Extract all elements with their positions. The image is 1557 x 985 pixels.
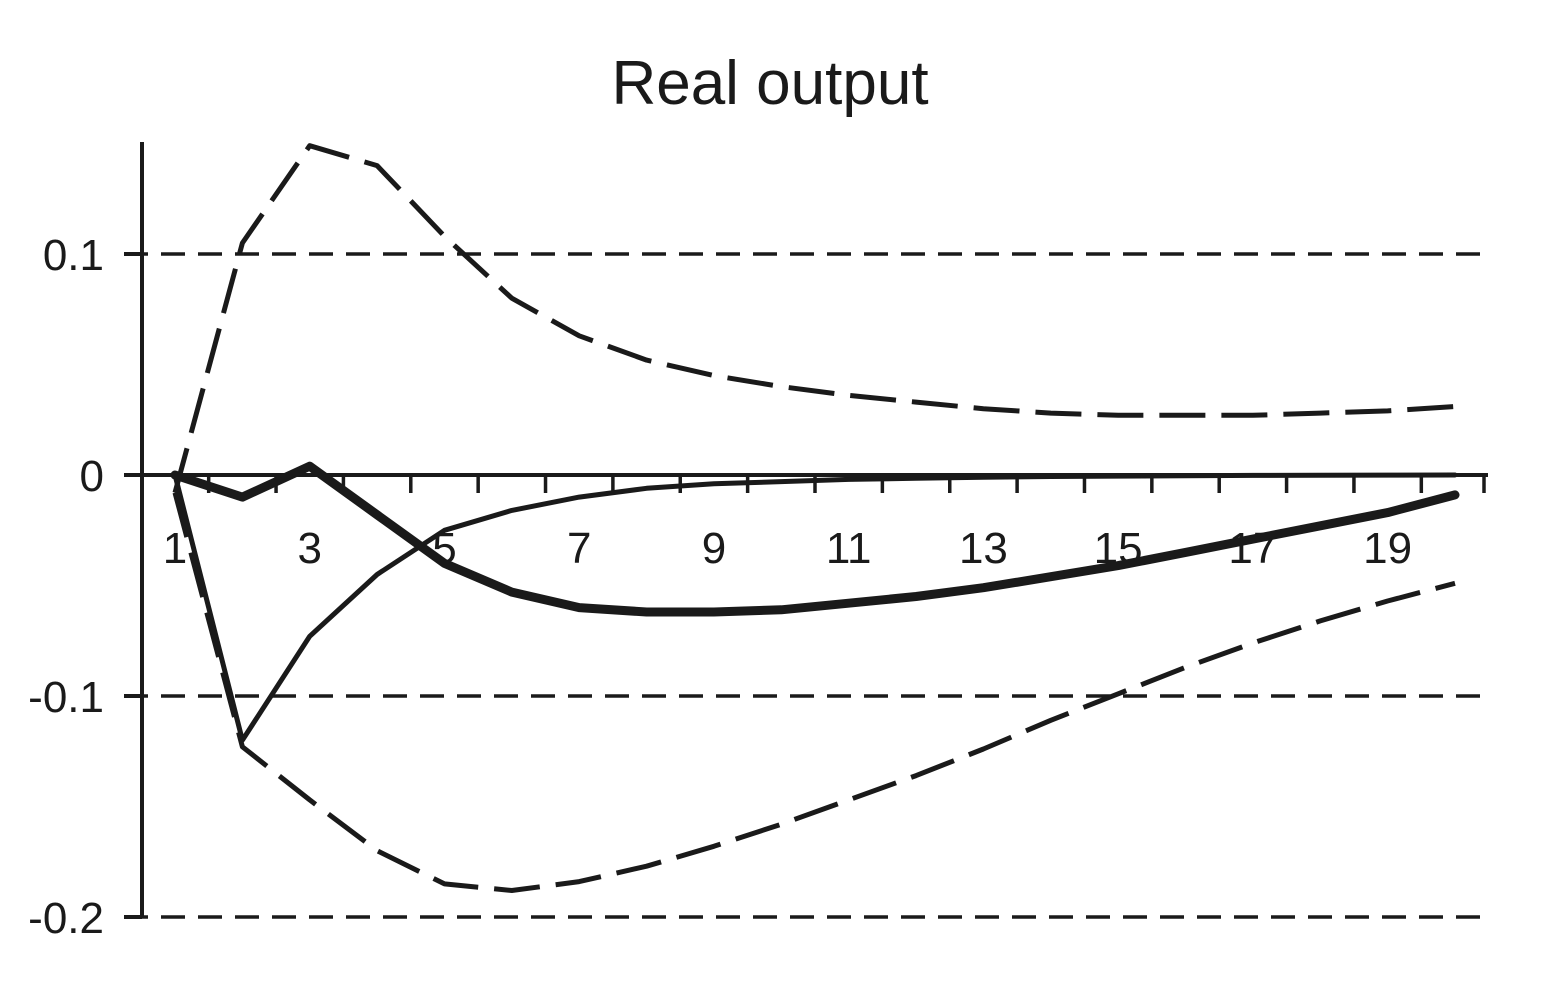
x-tick-label: 1 — [163, 524, 187, 573]
x-tick-label: 15 — [1094, 524, 1143, 573]
series-line-4-dashed — [172, 492, 1456, 893]
x-tick-label: 5 — [432, 524, 456, 573]
gridlines — [124, 252, 1488, 919]
x-tick-label: 11 — [826, 524, 872, 573]
x-tick-label: 13 — [959, 524, 1008, 573]
x-tick-label: 7 — [567, 524, 591, 573]
y-tick-label: -0.1 — [28, 673, 104, 722]
y-tick-label: -0.2 — [28, 894, 104, 943]
x-tick-label: 17 — [1228, 524, 1277, 573]
y-tick-label: 0 — [80, 452, 104, 501]
series-line-2-thin-solid — [172, 472, 1458, 743]
x-tick-label: 3 — [297, 524, 321, 573]
series-line-3-dashed — [172, 143, 1456, 494]
x-tick-label: 19 — [1363, 524, 1412, 573]
chart-title: Real output — [611, 49, 928, 118]
y-tick-label: 0.1 — [43, 231, 104, 280]
x-tick-label: 9 — [702, 524, 726, 573]
series-group — [170, 143, 1460, 893]
series-line-1-thick-solid — [170, 461, 1460, 617]
